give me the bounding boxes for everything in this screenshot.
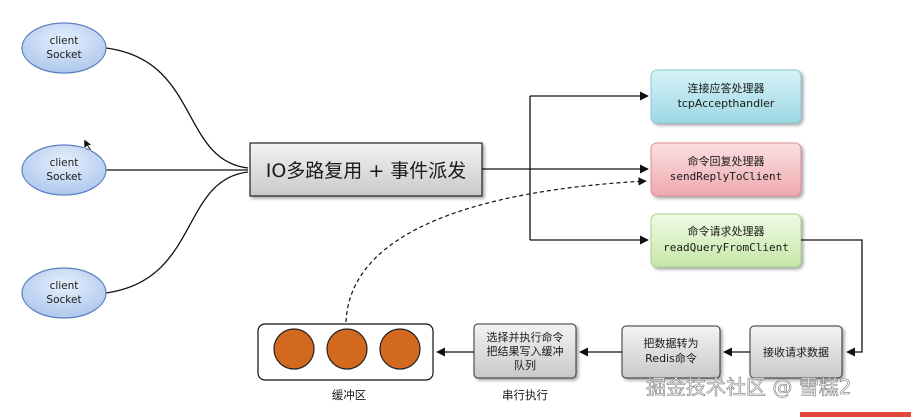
- client-socket-3: client Socket: [21, 267, 107, 319]
- reply-handler-box: 命令回复处理器 sendReplyToClient: [650, 142, 802, 197]
- buffer-caption: 缓冲区: [332, 388, 367, 402]
- client-socket-3-line2: Socket: [46, 294, 81, 306]
- query-handler-box: 命令请求处理器 readQueryFromClient: [650, 213, 802, 268]
- mouse-cursor-icon: [83, 138, 93, 152]
- corner-accent: [800, 412, 911, 417]
- execute-command-line2: 把结果写入缓冲: [487, 344, 564, 358]
- accept-handler-func: tcpAccepthandler: [678, 97, 775, 110]
- watermark: 掘金技术社区 @ 雪糕2: [646, 375, 851, 399]
- convert-command-line1: 把数据转为: [644, 336, 699, 350]
- execute-command-line3: 队列: [514, 358, 536, 372]
- buffer-slot-3: [379, 328, 421, 370]
- reply-handler-title: 命令回复处理器: [688, 154, 765, 168]
- io-multiplexer-label: IO多路复用 + 事件派发: [266, 160, 467, 182]
- reply-handler-func: sendReplyToClient: [670, 170, 783, 183]
- client-socket-1-line1: client: [50, 35, 79, 47]
- dispatch-connectors: [482, 91, 649, 245]
- client-socket-2-line1: client: [50, 157, 79, 169]
- execute-command-line1: 选择并执行命令: [487, 330, 564, 344]
- convert-command-line2: Redis命令: [645, 351, 697, 365]
- query-handler-func: readQueryFromClient: [663, 241, 789, 254]
- client1-connector: [105, 47, 249, 169]
- buffer-box: [257, 323, 434, 381]
- query-handler-title: 命令请求处理器: [688, 224, 765, 238]
- client3-connector: [105, 171, 249, 294]
- client-socket-1: client Socket: [21, 22, 107, 74]
- receive-data-box: 接收请求数据: [749, 325, 843, 379]
- buffer-to-reply-dashed-connector: [345, 177, 647, 323]
- accept-handler-title: 连接应答处理器: [688, 81, 765, 95]
- receive-data-label: 接收请求数据: [763, 345, 829, 359]
- query-to-receive-connector: [801, 239, 863, 357]
- accept-handler-box: 连接应答处理器 tcpAccepthandler: [650, 69, 802, 124]
- io-multiplexer-box: IO多路复用 + 事件派发: [249, 142, 483, 197]
- execute-command-box: 选择并执行命令 把结果写入缓冲 队列: [473, 323, 577, 379]
- execute-caption: 串行执行: [502, 388, 548, 402]
- client-socket-1-line2: Socket: [46, 49, 81, 61]
- client-socket-3-line1: client: [50, 280, 79, 292]
- buffer-slot-1: [273, 328, 315, 370]
- buffer-slot-2: [326, 328, 368, 370]
- client-socket-2: client Socket: [21, 144, 107, 196]
- client-socket-2-line2: Socket: [46, 171, 81, 183]
- convert-command-box: 把数据转为 Redis命令: [621, 325, 721, 379]
